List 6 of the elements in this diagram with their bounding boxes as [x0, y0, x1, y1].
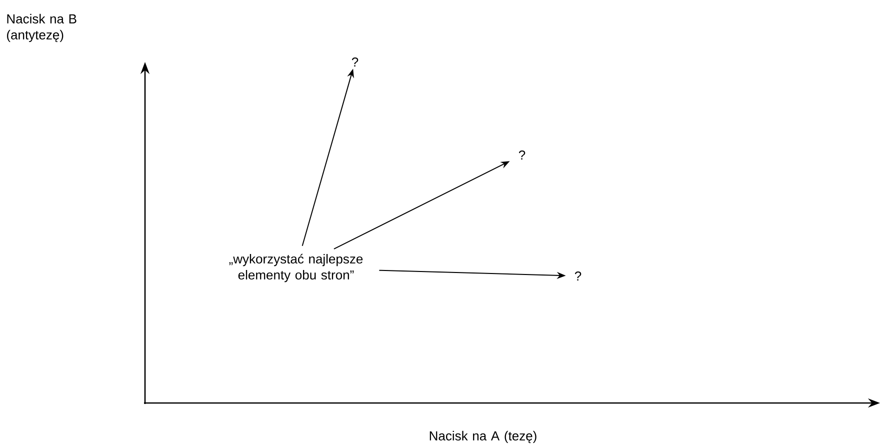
axis-label: Nacisk na A (tezę): [430, 430, 536, 444]
question-mark: ?: [352, 57, 358, 67]
question-mark: ?: [574, 271, 582, 281]
axis-label: Nacisk na B (antytezę): [7, 14, 76, 42]
quote-text: „wykorzystać najlepsze elementy obu stron”: [229, 254, 363, 282]
question-mark: ?: [518, 150, 526, 160]
